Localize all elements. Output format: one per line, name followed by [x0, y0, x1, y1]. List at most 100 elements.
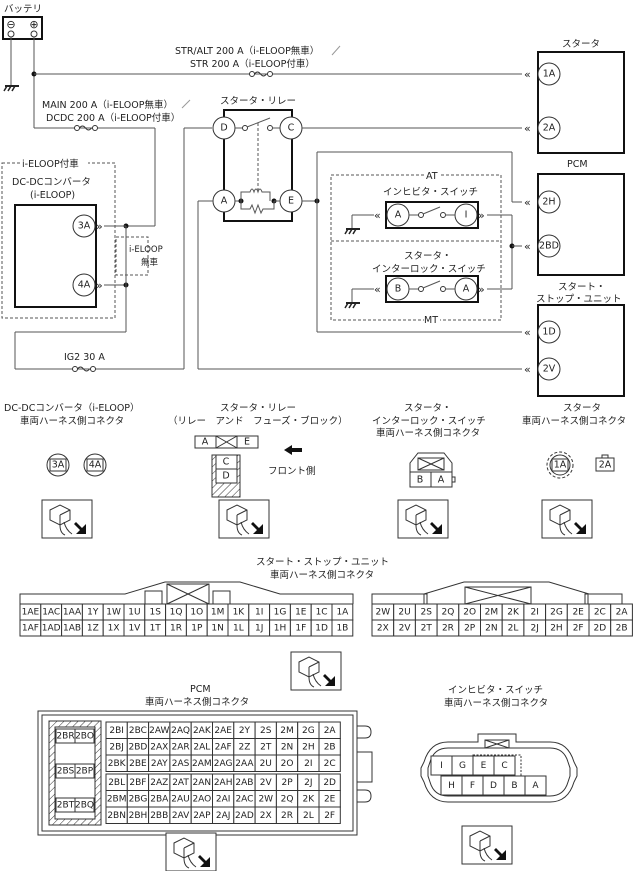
ssu-pin-1o: 1O	[190, 608, 203, 618]
starter-connector-pin-2a: 2A	[599, 460, 612, 471]
pcm-pin-2bq: 2BQ	[75, 801, 94, 811]
ssu-box	[537, 304, 625, 397]
ground-icon	[344, 228, 361, 235]
relay-connector-pin-d: D	[222, 471, 229, 482]
inhibitor-connector-pin-f: F	[470, 781, 475, 791]
ssu-pin-2h: 2H	[550, 624, 563, 634]
ssu-pin-1k: 1K	[233, 608, 246, 618]
connector-icon: «	[374, 283, 381, 296]
battery-pos-icon: ⊕	[29, 18, 38, 31]
ssu-pin-2c: 2C	[594, 608, 606, 618]
inhibitor-connector-pin-a: A	[532, 781, 539, 791]
ssu-pin-1ad: 1AD	[42, 624, 61, 634]
pcm-pin-2v: 2V	[260, 778, 273, 788]
pcm-pin-2bf: 2BF	[129, 778, 146, 788]
interlock-connector-subtitle: インターロック・スイッチ	[372, 416, 486, 427]
ssu-pin-1u: 1U	[128, 608, 140, 618]
ssu-pin-1n: 1N	[211, 624, 223, 634]
pcm-pin-2at: 2AT	[172, 778, 189, 788]
ssu-pin-2w: 2W	[376, 608, 391, 618]
ssu-pin-2g: 2G	[550, 608, 563, 618]
inhibitor-connector-pin-d: D	[490, 781, 497, 791]
pcm-connector-subtitle: 車両ハーネス側コネクタ	[145, 696, 249, 708]
relay-switch-icon	[235, 117, 280, 190]
relay-connector-pin-c: C	[223, 457, 230, 468]
fuse-ig2-label: IG2 30 A	[64, 352, 105, 363]
pcm-pin-2e: 2E	[324, 794, 336, 804]
inhibitor-connector-pin-b: B	[511, 781, 517, 791]
inhibitor-pin-a: A	[395, 210, 402, 221]
pcm-pin-2bn: 2BN	[107, 811, 126, 821]
ssu-pin-1p: 1P	[191, 624, 203, 634]
pcm-pin-2u: 2U	[260, 759, 272, 769]
connector-icon: «	[524, 122, 531, 135]
ssu-connector-subtitle: 車両ハーネス側コネクタ	[270, 569, 374, 581]
pcm-pin-2ap: 2AP	[193, 811, 211, 821]
pcm-pin-2ak: 2AK	[193, 726, 212, 736]
ssu-pin-1af: 1AF	[22, 624, 39, 634]
pcm-pin-2bo: 2BO	[75, 732, 94, 742]
ssu-pin-2v: 2V	[399, 624, 412, 634]
harness-view-icon	[290, 651, 342, 691]
relay-connector-title: スタータ・リレー	[220, 403, 296, 414]
harness-view-icon	[397, 499, 449, 539]
pcm-pin-2c-cell	[318, 754, 341, 772]
pcm-pin-2f: 2F	[324, 811, 335, 821]
harness-view-icon	[218, 499, 270, 539]
ssu-pin-2p: 2P	[464, 624, 476, 634]
pcm-pin-2bt: 2BT	[57, 801, 75, 811]
harness-view-icon	[41, 499, 93, 539]
relay-connector-subtitle: （リレー アンド フューズ・ブロック）	[168, 415, 348, 427]
pcm-pin-2n: 2N	[281, 742, 293, 752]
ssu-pin-2u: 2U	[398, 608, 410, 618]
ssu-connector-title: スタート・ストップ・ユニット	[256, 557, 389, 568]
pcm-pin-2r: 2R	[281, 811, 293, 821]
pcm-pin-2x: 2X	[260, 811, 272, 821]
dcdc-connector-pin-4a: 4A	[89, 460, 102, 471]
ssu-label: スタート・	[558, 282, 606, 293]
pcm-pin-2ao: 2AO	[192, 794, 211, 804]
pcm-pin-2g: 2G	[302, 726, 315, 736]
connector-icon: «	[524, 240, 531, 253]
interlock-switch-label: スタータ・	[404, 251, 452, 262]
pcm-pin-2bd: 2BD	[539, 241, 559, 252]
eloop-group-label: i-ELOOP付車	[22, 158, 79, 170]
harness-view-icon	[165, 832, 217, 871]
connector-icon: «	[524, 326, 531, 339]
ssu-pin-2k: 2K	[507, 608, 520, 618]
fuse-str-label: STR 200 A（i-ELOOP付車）	[190, 58, 315, 70]
inhibitor-switch-label: インヒビタ・スイッチ	[383, 187, 478, 198]
ssu-pin-2s: 2S	[421, 608, 433, 618]
pcm-pin-2ar: 2AR	[171, 742, 189, 752]
pcm-pin-2bb: 2BB	[150, 811, 168, 821]
pcm-pin-2ac: 2AC	[235, 794, 253, 804]
ssu-pin-1f: 1F	[295, 624, 306, 634]
inhibitor-pin-i: I	[465, 210, 468, 221]
connector-icon: «	[524, 196, 531, 209]
ssu-pin-1m: 1M	[211, 608, 225, 618]
pcm-pin-2al: 2AL	[193, 742, 210, 752]
inhibitor-switch-icon	[409, 206, 455, 218]
pcm-pin-2ay: 2AY	[151, 759, 168, 769]
at-mt-group-box	[330, 174, 502, 321]
relay-connector-face	[194, 435, 259, 498]
fuse-str-alt-label: STR/ALT 200 A（i-ELOOP無車）	[175, 45, 319, 57]
pcm-pin-2bd: 2BD	[129, 742, 148, 752]
relay-connector-pin-e: E	[244, 437, 250, 448]
pcm-pin-2w: 2W	[258, 794, 273, 804]
pcm-pin-2s: 2S	[260, 726, 272, 736]
inhibitor-connector-title: インヒビタ・スイッチ	[448, 685, 543, 696]
starter-connector-subtitle: 車両ハーネス側コネクタ	[522, 415, 626, 427]
interlock-switch-icon	[409, 280, 455, 292]
connector-icon: »	[478, 209, 485, 222]
interlock-connector-pin-b: B	[417, 475, 424, 486]
relay-pin-a: A	[221, 196, 228, 207]
pcm-pin-2am: 2AM	[192, 759, 212, 769]
front-arrow-icon	[284, 445, 302, 455]
ssu-pin-2b-cell	[610, 619, 633, 637]
pcm-pin-2p: 2P	[281, 778, 293, 788]
starter-connector-pin-1a: 1A	[554, 460, 567, 471]
interlock-connector-face	[409, 452, 456, 488]
pcm-pin-2q: 2Q	[281, 794, 294, 804]
fuse-dcdc-label: DCDC 200 A（i-ELOOP付車）	[46, 112, 180, 124]
